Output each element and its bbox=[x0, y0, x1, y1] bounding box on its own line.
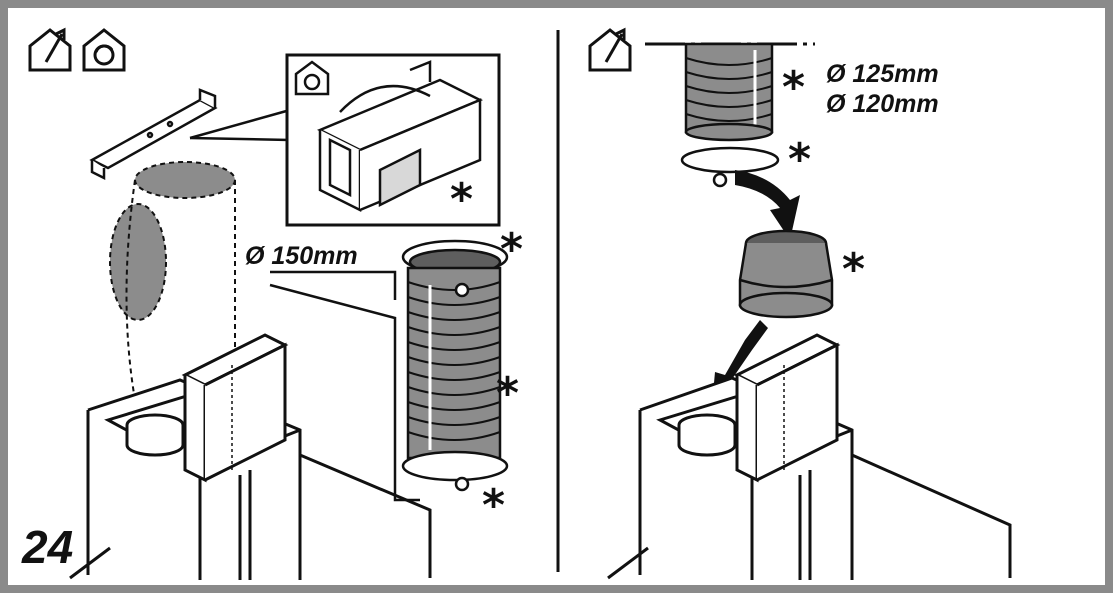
optional-marker-top-hose: * bbox=[782, 62, 806, 113]
ground-line bbox=[69, 546, 111, 580]
damper-box bbox=[181, 333, 289, 483]
reducer-adapter bbox=[738, 229, 834, 319]
hood-body bbox=[86, 378, 432, 580]
ducted-exhaust-icon bbox=[28, 27, 72, 72]
inset-recirculation-icon bbox=[294, 60, 330, 96]
figure-number: 24 bbox=[22, 521, 74, 573]
top-hose bbox=[684, 42, 774, 142]
optional-marker-reducer: * bbox=[842, 244, 866, 295]
optional-marker-hose-top: * bbox=[500, 224, 524, 275]
optional-marker-hose-bottom: * bbox=[482, 480, 506, 531]
deflector-unit bbox=[316, 60, 484, 213]
diameter-120-label: Ø 120mm bbox=[826, 90, 939, 118]
ducted-exhaust-icon-right bbox=[588, 27, 632, 72]
diameter-150-label: Ø 150mm bbox=[245, 242, 358, 270]
optional-marker-inset: * bbox=[450, 174, 474, 225]
optional-marker-clamp: * bbox=[788, 134, 812, 185]
assembly-arrow-1 bbox=[735, 170, 800, 240]
duct-outline bbox=[109, 161, 236, 420]
diameter-leader bbox=[269, 270, 420, 502]
hose-clamp bbox=[680, 146, 780, 188]
damper-box-right bbox=[733, 333, 841, 483]
inset-pointer bbox=[189, 108, 291, 140]
diameter-125-label: Ø 125mm bbox=[826, 60, 939, 88]
ground-line-right bbox=[607, 546, 649, 580]
wall-bracket bbox=[89, 88, 218, 181]
optional-marker-hose-mid: * bbox=[496, 368, 520, 419]
recirculation-icon bbox=[82, 28, 126, 72]
flexible-hose bbox=[401, 239, 509, 492]
